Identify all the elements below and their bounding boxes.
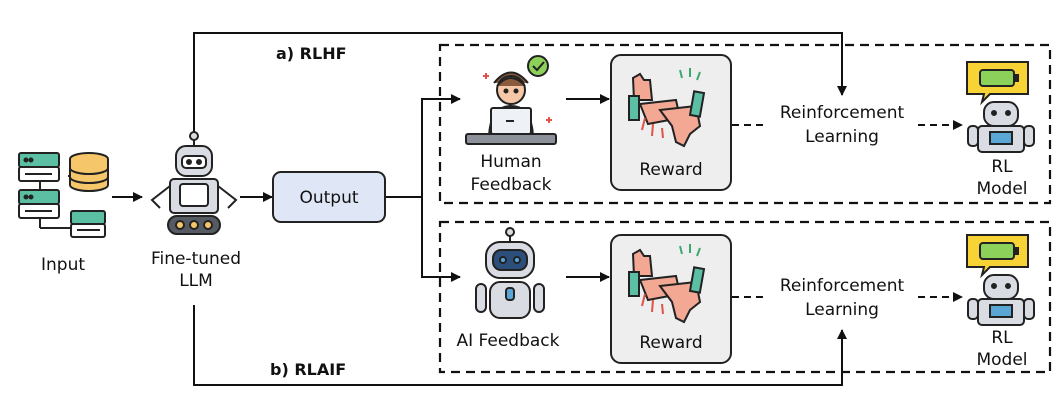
input-label: Input: [41, 255, 85, 275]
rlaif-model-line2: Model: [976, 350, 1027, 370]
rlaif-reward-label: Reward: [639, 333, 702, 353]
human-feedback-line2: Feedback: [471, 175, 552, 195]
arrow-output-branch: [386, 94, 461, 198]
rlhf-rl-model-icon: [966, 61, 1035, 153]
rlaif-rl-line1: Reinforcement: [780, 276, 905, 296]
rlaif-title: b) RLAIF: [270, 360, 346, 379]
output-box: [272, 171, 386, 223]
rlhf-group-box: [438, 43, 1052, 205]
output-label: Output: [299, 188, 358, 208]
human-feedback-line1: Human: [480, 152, 541, 172]
ai-feedback-label: AI Feedback: [456, 331, 559, 351]
input-icon: [18, 152, 109, 238]
rlaif-thumbs-icon: [628, 244, 706, 324]
rlhf-model-line1: RL: [991, 157, 1013, 177]
rlaif-rl-model-icon: [966, 234, 1035, 326]
arrow-output-branch-ai: [421, 197, 461, 282]
llm-robot-icon: [150, 131, 238, 235]
rlhf-top-connector: [193, 32, 847, 140]
llm-label-line1: Fine-tuned: [151, 249, 241, 269]
rlaif-model-line1: RL: [991, 328, 1013, 348]
human-feedback-icon: [465, 55, 557, 145]
rlaif-bottom-connector: [193, 305, 847, 386]
rlaif-group-box: [438, 220, 1052, 374]
rlhf-rl-line2: Learning: [805, 127, 879, 147]
rlhf-model-line2: Model: [976, 179, 1027, 199]
rlhf-rl-line1: Reinforcement: [780, 103, 905, 123]
rlaif-rl-line2: Learning: [805, 300, 879, 320]
rlhf-title: a) RLHF: [276, 44, 347, 63]
ai-feedback-icon: [475, 227, 545, 319]
rlhf-thumbs-icon: [628, 68, 706, 148]
rlhf-reward-label: Reward: [639, 160, 702, 180]
llm-label-line2: LLM: [179, 271, 213, 291]
